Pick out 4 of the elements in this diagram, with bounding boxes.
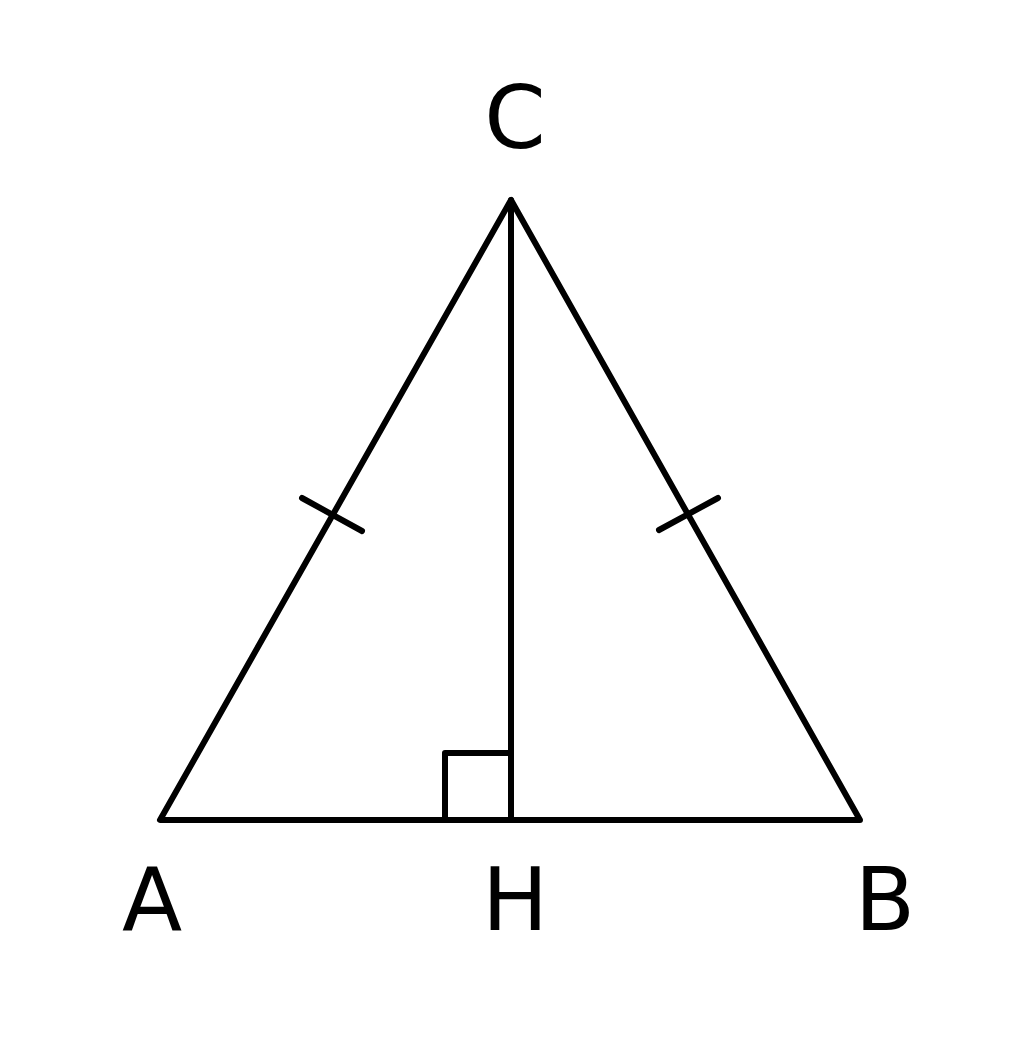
- vertex-label: H: [481, 856, 549, 944]
- vertex-label: C: [484, 74, 546, 162]
- vertex-label: B: [854, 856, 916, 944]
- vertex-label: A: [121, 856, 183, 944]
